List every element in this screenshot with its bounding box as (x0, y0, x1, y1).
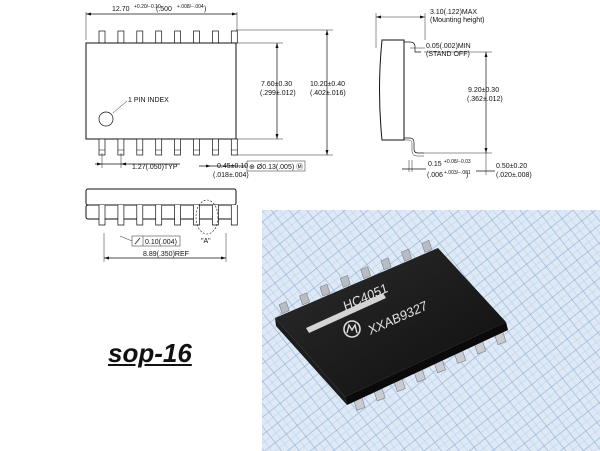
chip-lead-top-3 (319, 283, 331, 297)
lead-bottom-7 (212, 138, 219, 156)
lead-bottom-2 (117, 138, 125, 156)
outer-height-inch: (.402±.016) (310, 90, 346, 97)
width-inch-tol: +.008/−.004 (177, 4, 204, 10)
standoff: 0.05(.002)MIN (426, 43, 471, 50)
lead-span-inch: (.362±.012) (467, 96, 503, 103)
top-view: 12.70 +0.20/−0.10 (.500 +.008/−.004 ) 1 … (85, 4, 346, 179)
package-body-front (85, 188, 237, 206)
ref-span: 8.89(.350)REF (143, 251, 189, 258)
lead-front-3 (136, 205, 144, 226)
lead-top-3 (136, 30, 144, 44)
chip-lead-top-2 (299, 292, 310, 306)
lead-front-5 (174, 205, 181, 226)
logo-icon (343, 320, 361, 338)
lead-top-1 (98, 30, 106, 44)
inner-height: 7.60±0.30 (261, 81, 292, 88)
width-label: 12.70 (112, 6, 130, 13)
width-tol: +0.20/−0.10 (134, 4, 161, 10)
lead-top-2 (117, 30, 125, 44)
width-inch-close: ) (204, 6, 206, 13)
lead-span: 9.20±0.30 (468, 87, 499, 94)
foot-length-inch: (.020±.008) (496, 172, 532, 179)
detail-a-label: "A" (201, 238, 211, 245)
lead-bottom-3 (136, 138, 144, 156)
lead-top-7 (212, 30, 219, 44)
front-view: "A" 0.10(.004) 8.89(.350)REF (85, 188, 238, 262)
lead-bottom-8 (230, 138, 238, 156)
lead-front-2 (117, 205, 125, 226)
pin-index-label: 1 PIN INDEX (128, 97, 169, 104)
side-view: 3.10(.122)MAX (Mounting height) 0.05(.00… (375, 9, 532, 179)
chip-lead-top-1 (278, 301, 290, 315)
lead-bottom (404, 137, 424, 154)
lead-bottom-4 (155, 138, 163, 156)
lead-width-inch: (.018±.004) (213, 172, 249, 179)
chip-photo: HC4051 XXAB9327 (262, 210, 600, 451)
lead-front-4 (155, 205, 163, 226)
lead-front-1 (98, 205, 106, 226)
pin1-index-circle (98, 111, 114, 127)
standoff-note: (STAND OFF) (426, 51, 470, 58)
inner-height-inch: (.299±.012) (260, 90, 296, 97)
lead-top (404, 41, 421, 53)
lead-thickness-inch-tol: +.003/−.001 (444, 170, 471, 176)
lead-thickness: 0.15 (428, 161, 442, 168)
chip-lead-top-8 (421, 239, 433, 253)
lead-thickness-inch: (.006 (427, 172, 443, 179)
lead-bottom-5 (174, 138, 181, 156)
width-inch: (.500 (156, 6, 172, 13)
position-tolerance: ⊕ Ø0.13(.005) Ⓜ (249, 163, 303, 171)
chip-body (275, 248, 506, 397)
detail-a-ellipse (195, 199, 219, 235)
max-height: 3.10(.122)MAX (430, 9, 477, 16)
pin1-stripe (306, 293, 386, 333)
lead-bottom-1 (98, 138, 106, 156)
package-body-top (85, 42, 237, 140)
package-body-side (379, 39, 405, 141)
lead-front-6 (193, 205, 200, 226)
lead-front-8 (230, 205, 238, 226)
chip-lead-top-5 (360, 266, 372, 280)
lead-top-8 (230, 30, 238, 44)
lead-top-6 (193, 30, 200, 44)
lead-top-4 (155, 30, 163, 44)
chip-lead-top-4 (339, 274, 351, 288)
foot-length: 0.50±0.20 (496, 163, 527, 170)
chip-lead-top-6 (380, 257, 392, 271)
outer-height: 10.20±0.40 (310, 81, 345, 88)
coplanarity-symbol (134, 237, 141, 245)
coplanarity: 0.10(.004) (145, 239, 177, 246)
pitch-label: 1.27(.050)TYP (132, 164, 178, 171)
lead-thickness-inch-close: ) (466, 172, 468, 179)
lead-width: 0.45±0.10 (217, 163, 248, 170)
chip-lead-top-7 (401, 248, 412, 262)
lead-top-5 (174, 30, 181, 44)
lead-thickness-tol: +0.08/−0.03 (444, 159, 471, 165)
package-caption: sop-16 (108, 338, 192, 368)
lead-bottom-6 (193, 138, 200, 156)
max-height-note: (Mounting height) (430, 17, 484, 24)
